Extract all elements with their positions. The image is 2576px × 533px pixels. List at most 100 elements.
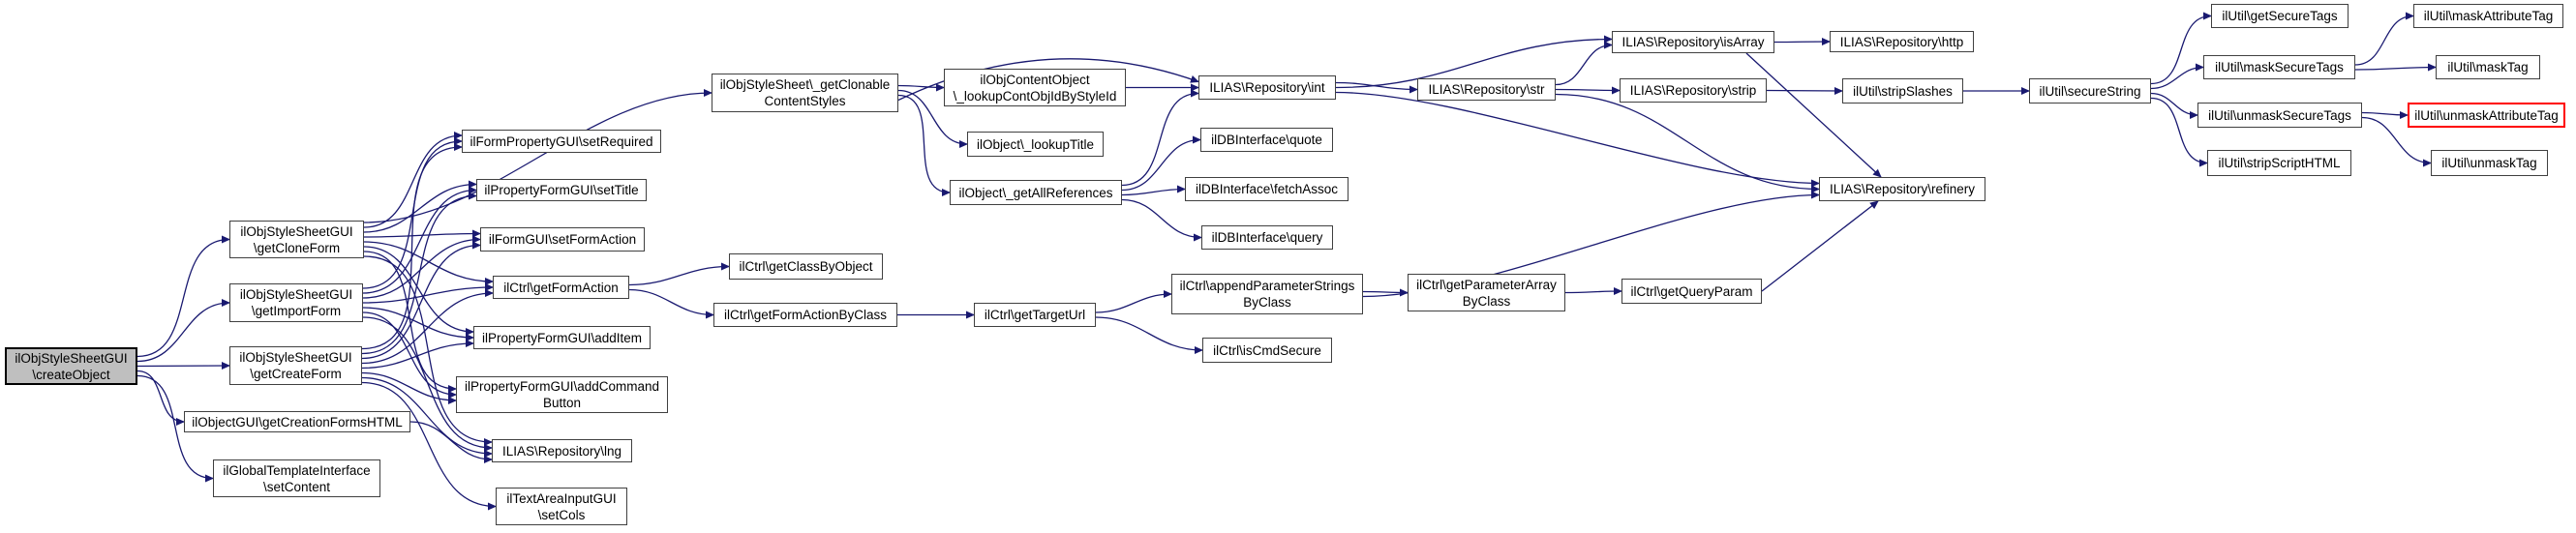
edge-secureString-unmaskSecureTags (2150, 92, 2198, 119)
node-maskSecureTags[interactable]: ilUtil\maskSecureTags (2203, 55, 2355, 79)
node-label: \getCreateForm (250, 367, 342, 381)
node-label: ilObjStyleSheet\_getClonable (719, 77, 891, 92)
node-label: ILIAS\Repository\int (1209, 80, 1325, 95)
edge-getCloneForm-addItem (363, 246, 474, 336)
node-maskAttributeTag[interactable]: ilUtil\maskAttributeTag (2413, 4, 2563, 28)
edge-secureString-stripScriptHTML (2150, 97, 2208, 167)
node-label: ilUtil\stripSlashes (1853, 83, 1953, 99)
node-stripScriptHTML[interactable]: ilUtil\stripScriptHTML (2207, 150, 2351, 176)
edge-int-isArray (1335, 35, 1613, 89)
node-label: ilDBInterface\quote (1211, 133, 1322, 147)
edge-getQueryParam-refinery (1761, 200, 1879, 292)
node-unmaskSecureTags[interactable]: ilUtil\unmaskSecureTags (2197, 103, 2362, 128)
node-isCmdSecure[interactable]: ilCtrl\isCmdSecure (1202, 338, 1332, 363)
node-getFormAction[interactable]: ilCtrl\getFormAction (493, 276, 629, 299)
node-label: ilCtrl\appendParameterStrings (1179, 279, 1355, 293)
node-label: ilCtrl\getQueryParam (1630, 283, 1753, 299)
node-lng[interactable]: ILIAS\Repository\lng (492, 439, 632, 462)
edge-getCreateForm-lng (361, 376, 493, 458)
node-label: ILIAS\Repository\lng (501, 443, 622, 459)
node-label: \setContent (262, 479, 331, 494)
node-getQueryParam[interactable]: ilCtrl\getQueryParam (1621, 279, 1762, 304)
edge-unmaskSecureTags-unmaskTag (2361, 116, 2432, 167)
node-getSecureTags[interactable]: ilUtil\getSecureTags (2211, 4, 2349, 28)
edge-getAllReferences-fetchAssoc (1121, 185, 1186, 196)
edge-getCreateForm-setTitle (361, 192, 477, 355)
node-label: ilCtrl\getFormAction (503, 280, 619, 295)
node-int[interactable]: ILIAS\Repository\int (1198, 75, 1336, 100)
node-getTargetUrl[interactable]: ilCtrl\getTargetUrl (974, 303, 1096, 327)
node-query[interactable]: ilDBInterface\query (1201, 225, 1333, 250)
edge-getCloneForm-setRequired (363, 132, 463, 228)
edge-getCreateForm-addCommandButton (361, 371, 457, 404)
node-label: \_lookupContObjIdByStyleId (953, 88, 1117, 104)
edge-getCreateForm-getFormAction (361, 289, 494, 365)
node-setCols[interactable]: ilTextAreaInputGUI\setCols (496, 488, 627, 525)
edge-appendParameterStringsByClass-getParameterArrayByClass (1362, 288, 1409, 297)
edge-getFormAction-getClassByObject (628, 262, 730, 286)
edge-getCreateForm-setCols (361, 381, 497, 511)
edge-getImportForm-lng (362, 316, 493, 452)
node-setTitle[interactable]: ilPropertyFormGUI\setTitle (476, 179, 647, 201)
edge-isArray-refinery (1745, 52, 1882, 178)
node-getCreateForm[interactable]: ilObjStyleSheetGUI \getCreateForm (229, 346, 362, 385)
node-label: Button (542, 396, 582, 410)
node-label: ilFormGUI\setFormAction (488, 232, 637, 247)
node-unmaskAttributeTag[interactable]: ilUtil\unmaskAttributeTag (2408, 103, 2565, 128)
node-secureString[interactable]: ilUtil\secureString (2029, 78, 2151, 104)
node-label: ilUtil\maskAttributeTag (2423, 9, 2554, 23)
edge-createObject-setContent (136, 374, 214, 483)
node-setContent[interactable]: ilGlobalTemplateInterface\setContent (213, 459, 380, 497)
node-maskTag[interactable]: ilUtil\maskTag (2436, 55, 2540, 79)
node-unmaskTag[interactable]: ilUtil\unmaskTag (2431, 150, 2548, 176)
node-getClassByObject[interactable]: ilCtrl\getClassByObject (729, 253, 883, 280)
edge-getCreationFormsHTML-lng (409, 421, 493, 463)
edge-secureString-getSecureTags (2150, 12, 2212, 85)
edge-getImportForm-setRequired (362, 137, 463, 289)
node-setFormAction[interactable]: ilFormGUI\setFormAction (480, 227, 645, 252)
edge-getClonableContentStyles-lookupTitle (897, 89, 968, 148)
edge-getCloneForm-getClonableContentStyles (363, 89, 712, 223)
node-label: ByClass (1243, 295, 1291, 310)
edge-getImportForm-setFormAction (362, 235, 481, 299)
node-getFormActionByClass[interactable]: ilCtrl\getFormActionByClass (713, 303, 897, 327)
node-lookupContObjIdByStyleId[interactable]: ilObjContentObject\_lookupContObjIdBySty… (944, 69, 1126, 106)
edge-getTargetUrl-isCmdSecure (1095, 316, 1203, 354)
node-label: ilGlobalTemplateInterface (223, 462, 371, 478)
node-stripSlashes[interactable]: ilUtil\stripSlashes (1842, 78, 1963, 104)
node-label: ilUtil\unmaskSecureTags (2208, 107, 2351, 123)
node-label: ilCtrl\getTargetUrl (984, 308, 1086, 322)
node-strip[interactable]: ILIAS\Repository\strip (1620, 78, 1767, 103)
edge-getParameterArrayByClass-getQueryParam (1564, 287, 1622, 296)
node-addItem[interactable]: ilPropertyFormGUI\addItem (473, 326, 651, 349)
node-getCreationFormsHTML[interactable]: ilObjectGUI\getCreationFormsHTML (184, 411, 410, 432)
node-label: \setCols (537, 507, 586, 522)
node-quote[interactable]: ilDBInterface\quote (1200, 128, 1333, 152)
node-createObject[interactable]: ilObjStyleSheetGUI\createObject (5, 347, 137, 385)
node-getAllReferences[interactable]: ilObject\_getAllReferences (950, 180, 1122, 205)
node-label: ilObjectGUI\getCreationFormsHTML (192, 414, 403, 429)
node-lookupTitle[interactable]: ilObject\_lookupTitle (967, 132, 1104, 157)
node-label: ilDBInterface\query (1211, 230, 1323, 245)
node-label: ilObjStyleSheetGUI (239, 287, 353, 302)
node-label: ilObjStyleSheetGUI (239, 350, 352, 365)
node-str[interactable]: ILIAS\Repository\str (1417, 78, 1556, 101)
node-http[interactable]: ILIAS\Repository\http (1830, 31, 1974, 52)
node-fetchAssoc[interactable]: ilDBInterface\fetchAssoc (1185, 177, 1349, 201)
node-refinery[interactable]: ILIAS\Repository\refinery (1819, 177, 1985, 201)
node-setRequired[interactable]: ilFormPropertyGUI\setRequired (462, 130, 661, 153)
edge-strip-stripSlashes (1766, 86, 1843, 95)
node-getCloneForm[interactable]: ilObjStyleSheetGUI\getCloneForm (229, 221, 364, 258)
node-isArray[interactable]: ILIAS\Repository\isArray (1612, 31, 1774, 53)
edge-getImportForm-addCommandButton (362, 311, 457, 399)
node-getImportForm[interactable]: ilObjStyleSheetGUI\getImportForm (229, 283, 363, 322)
node-label: ilCtrl\isCmdSecure (1213, 342, 1321, 358)
edge-getCreateForm-setFormAction (361, 241, 481, 360)
node-label: ilUtil\stripScriptHTML (2218, 156, 2341, 170)
edge-getCreateForm-addItem (361, 340, 474, 370)
edge-getAllReferences-int (1121, 89, 1199, 187)
